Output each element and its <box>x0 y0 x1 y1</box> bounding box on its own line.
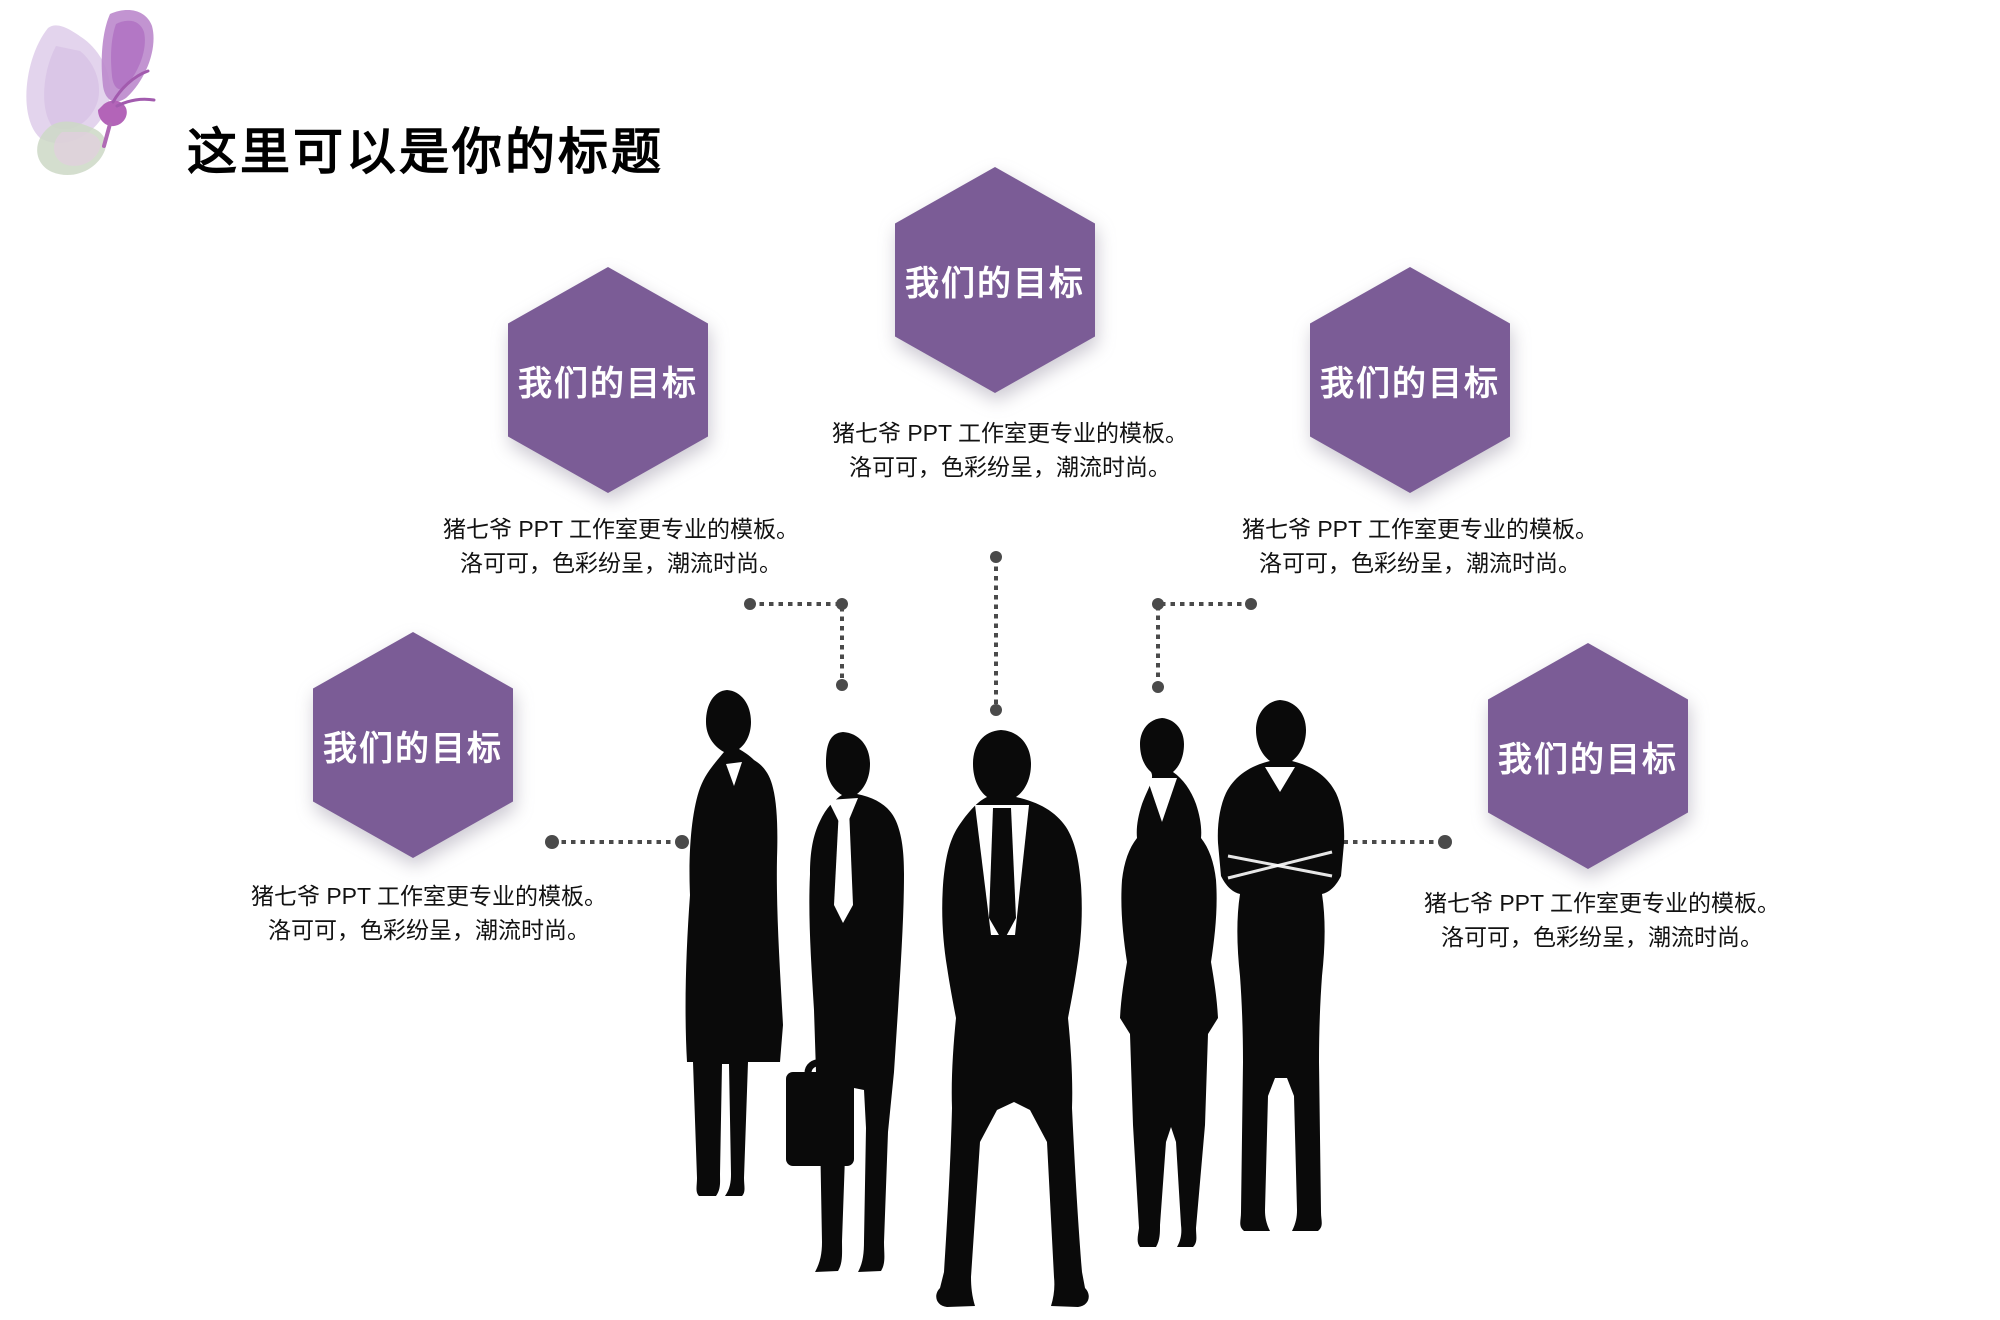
goal-hexagon-label: 我们的目标 <box>323 729 503 768</box>
description-line-1: 猪七爷 PPT 工作室更专业的模板。 <box>442 516 800 542</box>
goal-description-top-center: 猪七爷 PPT 工作室更专业的模板。 洛可可，色彩纷呈，潮流时尚。 <box>770 416 1250 484</box>
description-line-2: 洛可可，色彩纷呈，潮流时尚。 <box>460 550 782 576</box>
description-line-2: 洛可可，色彩纷呈，潮流时尚。 <box>849 454 1171 480</box>
goal-hexagon-label: 我们的目标 <box>1498 740 1678 779</box>
business-team-silhouette <box>685 690 1345 1307</box>
person-silhouette-1 <box>685 690 783 1196</box>
connector-end-dots <box>545 551 1452 849</box>
description-line-1: 猪七爷 PPT 工作室更专业的模板。 <box>831 420 1189 446</box>
description-line-1: 猪七爷 PPT 工作室更专业的模板。 <box>250 883 608 909</box>
goal-hexagon-label: 我们的目标 <box>518 364 698 403</box>
description-line-2: 洛可可，色彩纷呈，潮流时尚。 <box>1259 550 1581 576</box>
page-title: 这里可以是你的标题 <box>187 123 664 180</box>
person-silhouette-3 <box>936 730 1089 1307</box>
goal-description-left-lower: 猪七爷 PPT 工作室更专业的模板。 洛可可，色彩纷呈，潮流时尚。 <box>189 879 669 947</box>
goal-hexagon-label: 我们的目标 <box>905 264 1085 303</box>
goal-hexagon-right-lower: 我们的目标 <box>1488 643 1688 869</box>
connector-left-upper <box>750 602 844 685</box>
description-line-1: 猪七爷 PPT 工作室更专业的模板。 <box>1241 516 1599 542</box>
goal-hexagon-label: 我们的目标 <box>1320 364 1500 403</box>
connector-right-upper <box>1156 602 1251 687</box>
slide-canvas: 这里可以是你的标题 <box>26 10 1842 1307</box>
person-silhouette-2 <box>786 732 904 1272</box>
goal-description-left-upper: 猪七爷 PPT 工作室更专业的模板。 洛可可，色彩纷呈，潮流时尚。 <box>381 512 861 580</box>
goal-description-right-upper: 猪七爷 PPT 工作室更专业的模板。 洛可可，色彩纷呈，潮流时尚。 <box>1180 512 1660 580</box>
description-line-2: 洛可可，色彩纷呈，潮流时尚。 <box>1441 924 1763 950</box>
description-line-1: 猪七爷 PPT 工作室更专业的模板。 <box>1423 890 1781 916</box>
description-line-2: 洛可可，色彩纷呈，潮流时尚。 <box>268 917 590 943</box>
goal-hexagon-right-upper: 我们的目标 <box>1310 267 1510 493</box>
person-silhouette-5 <box>1217 700 1345 1231</box>
goal-hexagon-left-lower: 我们的目标 <box>313 632 513 858</box>
goal-hexagon-top-center: 我们的目标 <box>895 167 1095 393</box>
butterfly-icon <box>26 10 156 176</box>
goal-description-right-lower: 猪七爷 PPT 工作室更专业的模板。 洛可可，色彩纷呈，潮流时尚。 <box>1362 886 1842 954</box>
person-silhouette-4 <box>1120 718 1218 1247</box>
goal-hexagon-left-upper: 我们的目标 <box>508 267 708 493</box>
